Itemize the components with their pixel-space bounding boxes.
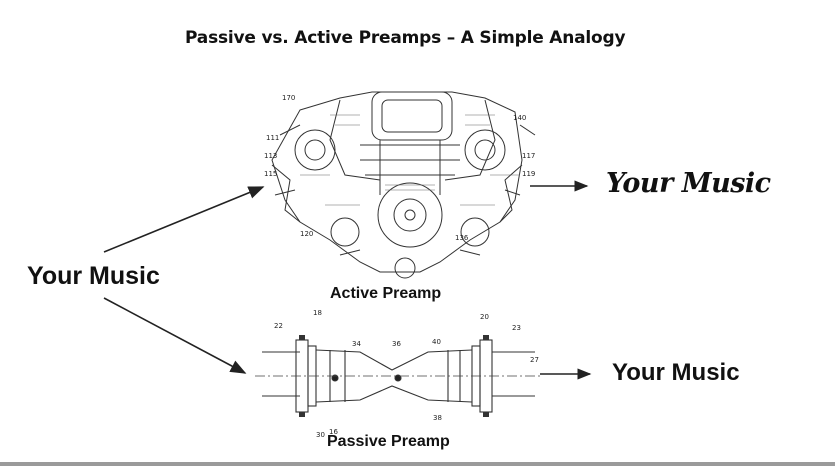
page-title: Passive vs. Active Preamps – A Simple An… bbox=[185, 28, 626, 48]
callout-22: 22 bbox=[274, 322, 283, 330]
active-caption: Active Preamp bbox=[330, 285, 442, 302]
active-output-label: Your Music bbox=[606, 168, 771, 199]
callout-120: 120 bbox=[300, 230, 313, 238]
pipe-flange-bolts bbox=[299, 335, 489, 417]
callout-119: 119 bbox=[522, 170, 535, 178]
callout-16: 16 bbox=[329, 428, 338, 436]
callout-170: 170 bbox=[282, 94, 295, 102]
arrow-to-active bbox=[103, 186, 265, 253]
callout-34: 34 bbox=[352, 340, 361, 348]
callout-30: 30 bbox=[316, 431, 325, 439]
callout-27: 27 bbox=[530, 356, 539, 364]
callout-111: 111 bbox=[266, 134, 279, 142]
callout-20: 20 bbox=[480, 313, 489, 321]
passive-output-label: Your Music bbox=[612, 359, 740, 386]
engine-drawing bbox=[271, 91, 536, 279]
callout-140: 140 bbox=[513, 114, 526, 122]
arrow-to-passive bbox=[103, 297, 247, 374]
callout-113: 113 bbox=[264, 152, 277, 160]
callout-38: 38 bbox=[433, 414, 442, 422]
bottom-edge bbox=[0, 462, 835, 466]
passive-caption: Passive Preamp bbox=[327, 433, 450, 450]
engine-hatching bbox=[300, 114, 520, 206]
input-label: Your Music bbox=[27, 262, 160, 290]
callout-18: 18 bbox=[313, 309, 322, 317]
callout-117: 117 bbox=[522, 152, 535, 160]
callout-36: 36 bbox=[392, 340, 401, 348]
callout-115: 115 bbox=[264, 170, 277, 178]
callout-23: 23 bbox=[512, 324, 521, 332]
callout-40: 40 bbox=[432, 338, 441, 346]
callout-136: 136 bbox=[455, 234, 469, 242]
